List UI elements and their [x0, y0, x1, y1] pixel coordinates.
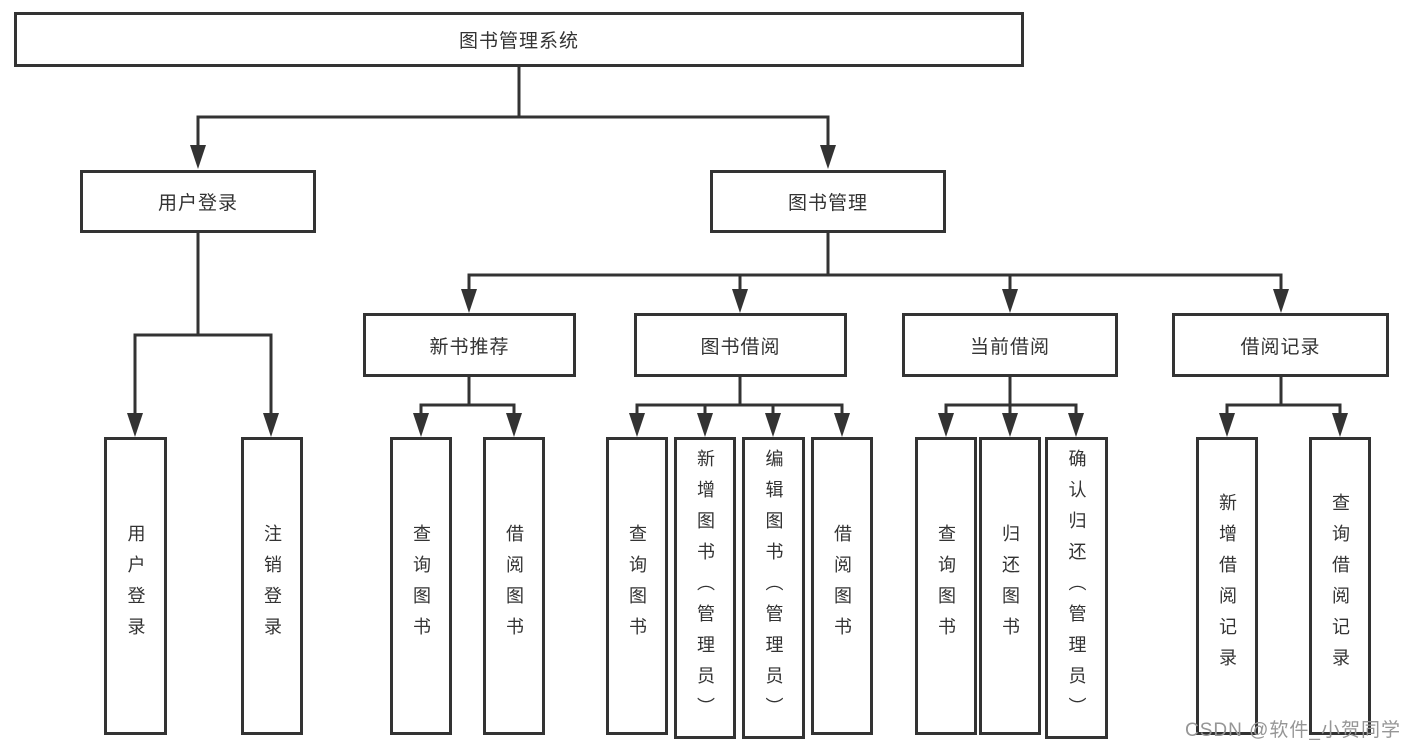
leaf-borrow-books-borrowing: 借阅图书 — [811, 437, 873, 735]
leaf-edit-book-admin-label: 编辑图书（管理员） — [763, 448, 784, 728]
leaf-add-book-admin: 新增图书（管理员） — [674, 437, 736, 739]
leaf-user-login-label: 用户登录 — [125, 524, 146, 648]
leaf-logout: 注销登录 — [241, 437, 303, 735]
node-borrowing-records-label: 借阅记录 — [1240, 336, 1321, 358]
leaf-borrow-books-borrowing-label: 借阅图书 — [832, 524, 852, 648]
leaf-query-borrow-record-label: 查询借阅记录 — [1330, 493, 1350, 679]
leaf-user-login: 用户登录 — [104, 437, 167, 735]
leaf-return-books-label: 归还图书 — [1000, 524, 1020, 648]
leaf-add-borrow-record-label: 新增借阅记录 — [1217, 493, 1237, 679]
leaf-query-books-current-label: 查询图书 — [936, 524, 956, 648]
node-root-label: 图书管理系统 — [458, 31, 579, 52]
arrowheads — [127, 145, 1348, 437]
leaf-query-books-recommend: 查询图书 — [390, 437, 452, 735]
leaf-add-book-admin-label: 新增图书（管理员） — [695, 448, 715, 728]
leaf-add-borrow-record: 新增借阅记录 — [1196, 437, 1258, 735]
leaf-query-books-recommend-label: 查询图书 — [411, 524, 431, 648]
leaf-borrow-books-recommend-label: 借阅图书 — [504, 524, 524, 648]
leaf-logout-label: 注销登录 — [262, 524, 282, 648]
node-user-login: 用户登录 — [80, 170, 316, 233]
leaf-borrow-books-recommend: 借阅图书 — [483, 437, 545, 735]
node-current-borrowing-label: 当前借阅 — [969, 336, 1050, 358]
node-book-borrowing-label: 图书借阅 — [700, 336, 781, 358]
leaf-query-books-borrowing-label: 查询图书 — [627, 524, 647, 648]
csdn-watermark: CSDN @软件_小贺同学 — [1185, 720, 1401, 741]
leaf-confirm-return-admin-label: 确认归还（管理员） — [1066, 448, 1087, 728]
node-new-book-recommend-label: 新书推荐 — [429, 336, 510, 358]
node-borrowing-records: 借阅记录 — [1172, 313, 1389, 377]
leaf-return-books: 归还图书 — [979, 437, 1041, 735]
leaf-confirm-return-admin: 确认归还（管理员） — [1045, 437, 1108, 739]
node-root: 图书管理系统 — [14, 12, 1024, 67]
leaf-query-borrow-record: 查询借阅记录 — [1309, 437, 1371, 735]
leaf-query-books-borrowing: 查询图书 — [606, 437, 668, 735]
node-new-book-recommend: 新书推荐 — [363, 313, 576, 377]
node-book-management-label: 图书管理 — [787, 193, 868, 214]
node-book-borrowing: 图书借阅 — [634, 313, 847, 377]
leaf-edit-book-admin: 编辑图书（管理员） — [742, 437, 805, 739]
node-book-management: 图书管理 — [710, 170, 946, 233]
leaf-query-books-current: 查询图书 — [915, 437, 977, 735]
node-user-login-label: 用户登录 — [157, 193, 238, 214]
node-current-borrowing: 当前借阅 — [902, 313, 1118, 377]
